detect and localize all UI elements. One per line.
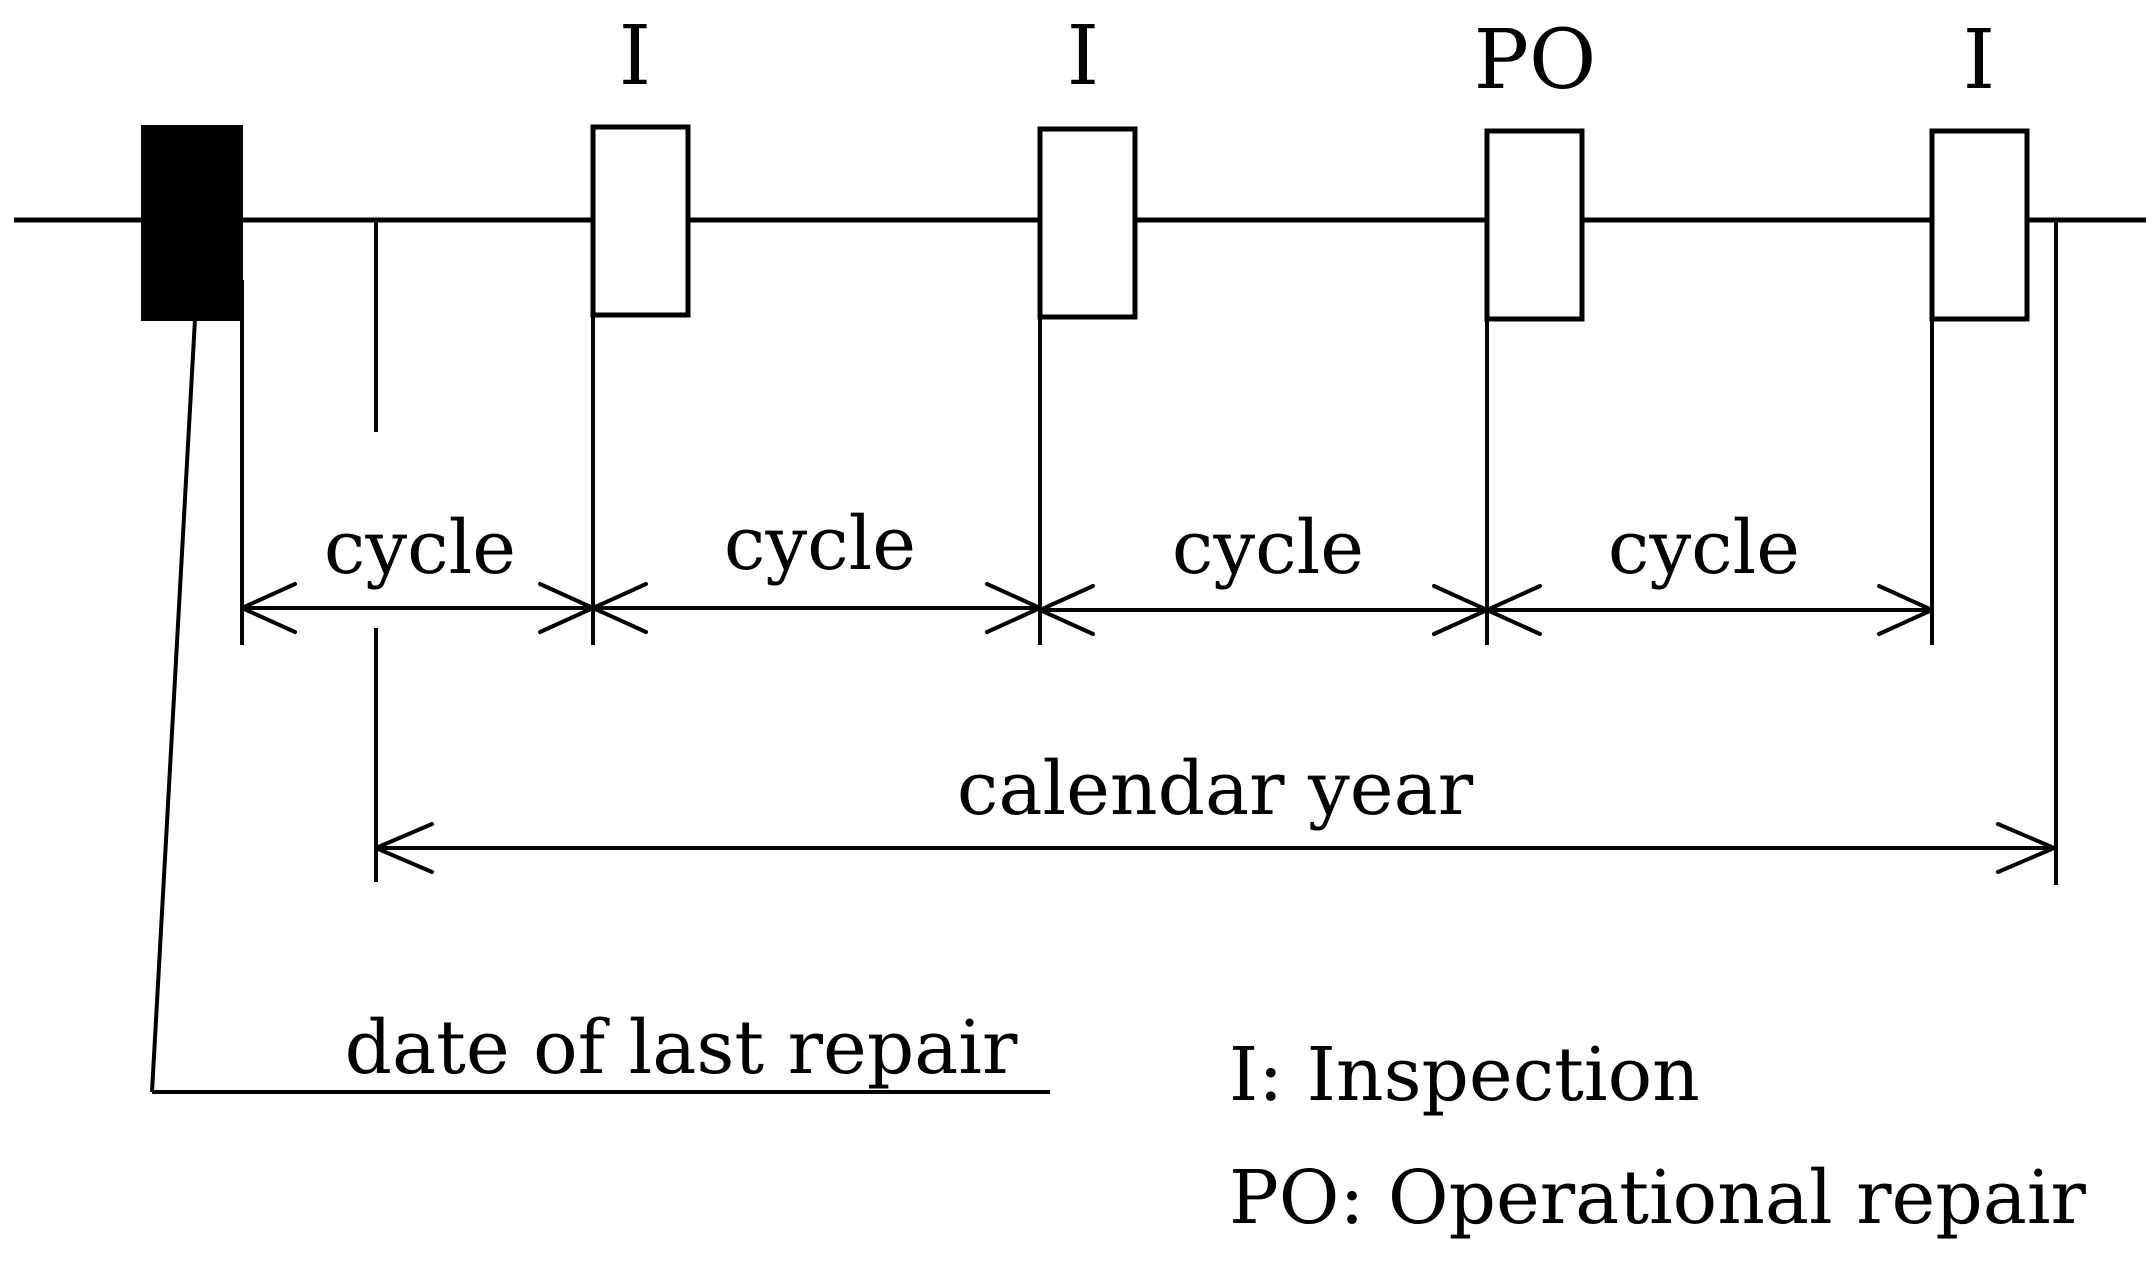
last-repair-block (141, 125, 243, 321)
cycle-dimension-arrow-3 (1038, 584, 1489, 636)
cycle-dimension-arrow-1 (240, 582, 595, 634)
event-box-inspection-3 (1929, 128, 2030, 322)
event-box-inspection-1 (590, 124, 691, 318)
cycle-label-2: cycle (724, 501, 916, 587)
event-label-inspection-3: I (1963, 13, 1995, 108)
legend-inspection: I: Inspection (1229, 1032, 1700, 1118)
event-box-inspection-2 (1037, 126, 1138, 320)
calendar-year-arrow (374, 822, 2056, 874)
legend-operational-repair: PO: Operational repair (1229, 1155, 2086, 1241)
cycle-label-1: cycle (324, 505, 516, 591)
calendar-year-label: calendar year (957, 746, 1474, 832)
cycle-label-4: cycle (1608, 505, 1800, 591)
last-repair-leader-line (150, 318, 197, 1093)
event-label-operational-repair: PO (1474, 13, 1596, 108)
cycle-label-3: cycle (1172, 505, 1364, 591)
cycle-dimension-arrow-2 (591, 582, 1042, 634)
event-box-operational-repair (1484, 128, 1585, 322)
cycle-dimension-arrow-4 (1485, 584, 1934, 636)
last-repair-label: date of last repair (345, 1005, 1018, 1091)
event-label-inspection-1: I (619, 9, 651, 104)
event-label-inspection-2: I (1067, 9, 1099, 104)
